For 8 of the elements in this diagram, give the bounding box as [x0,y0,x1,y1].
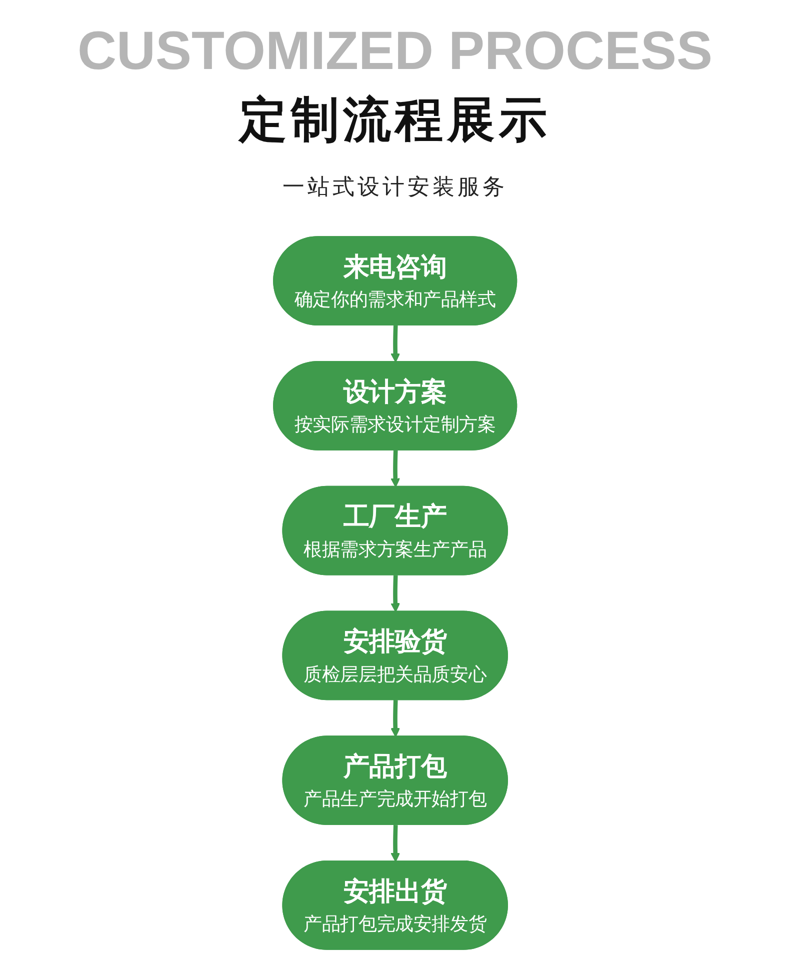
arrow [390,700,400,738]
arrow [390,824,400,862]
arrow [390,450,400,488]
subtitle: 一站式设计安装服务 [282,175,508,200]
arrow [390,325,400,362]
arrow [390,575,400,612]
background-heading: CUSTOMIZED PROCESS [77,21,713,81]
title: 定制流程展示 [239,92,551,148]
